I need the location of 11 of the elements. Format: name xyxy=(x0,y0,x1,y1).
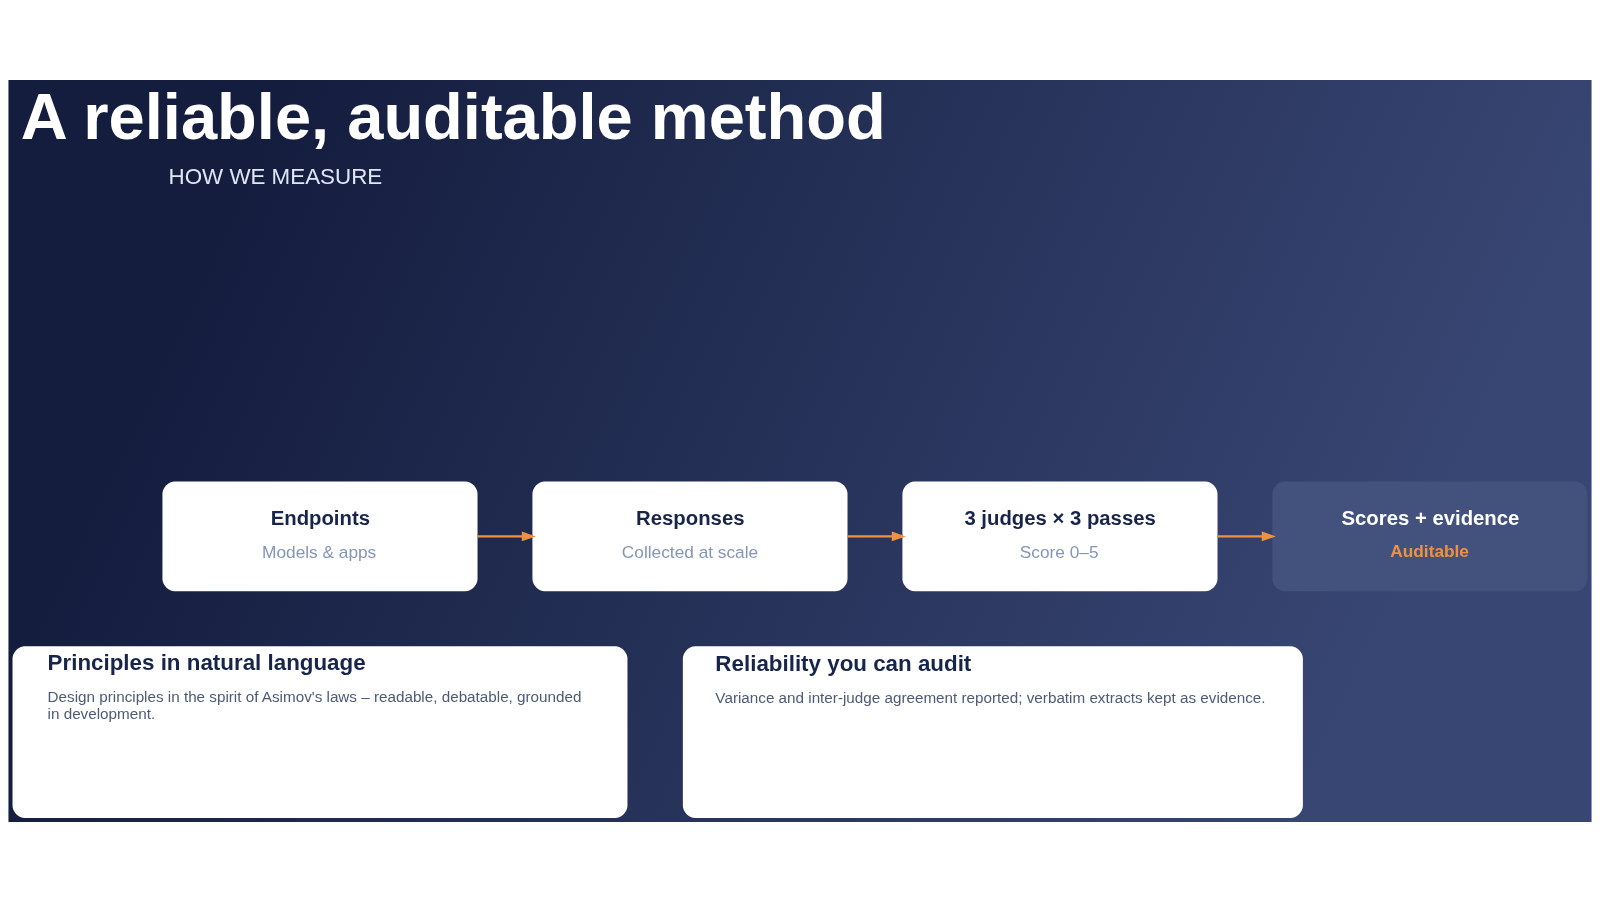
diagram-title: A reliable, auditable method xyxy=(20,79,886,153)
arrow xyxy=(847,530,906,541)
arrow xyxy=(1217,530,1276,541)
node-box: Responses Collected at scale xyxy=(532,481,848,591)
node-box: Endpoints Models & apps xyxy=(162,481,478,591)
node-box: Reliability you can audit Variance and inter-judge agreement reported; verbatim extracts kept as evidence. xyxy=(682,645,1303,818)
node-box: 3 judges × 3 passes Score 0–5 xyxy=(902,481,1218,591)
arrow xyxy=(477,530,536,541)
node-box: Principles in natural language Design principles in the spirit of Asimov's laws – readable, debatable, grounded in development. xyxy=(12,645,628,818)
node-box: Scores + evidence Auditable xyxy=(1272,481,1588,591)
label: HOW WE MEASURE xyxy=(168,163,383,189)
